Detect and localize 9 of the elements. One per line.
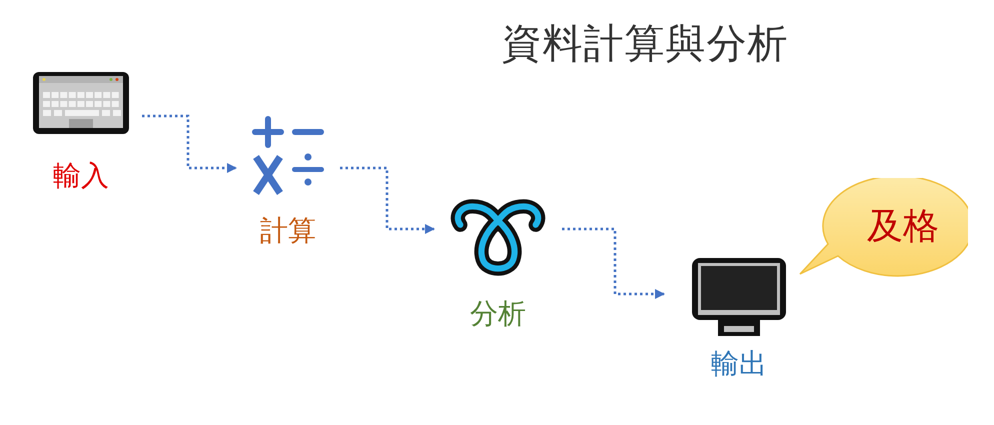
step-label: 輸出: [711, 350, 767, 378]
title: 資料計算與分析: [500, 24, 790, 64]
dotted-arrow: [562, 228, 665, 299]
step-label: 分析: [470, 300, 526, 328]
dotted-arrow: [340, 166, 435, 234]
bubble-text: 及格: [867, 209, 939, 245]
dotted-arrow: [142, 114, 237, 173]
step-label: 輸入: [53, 162, 109, 190]
step-label: 計算: [260, 217, 316, 245]
